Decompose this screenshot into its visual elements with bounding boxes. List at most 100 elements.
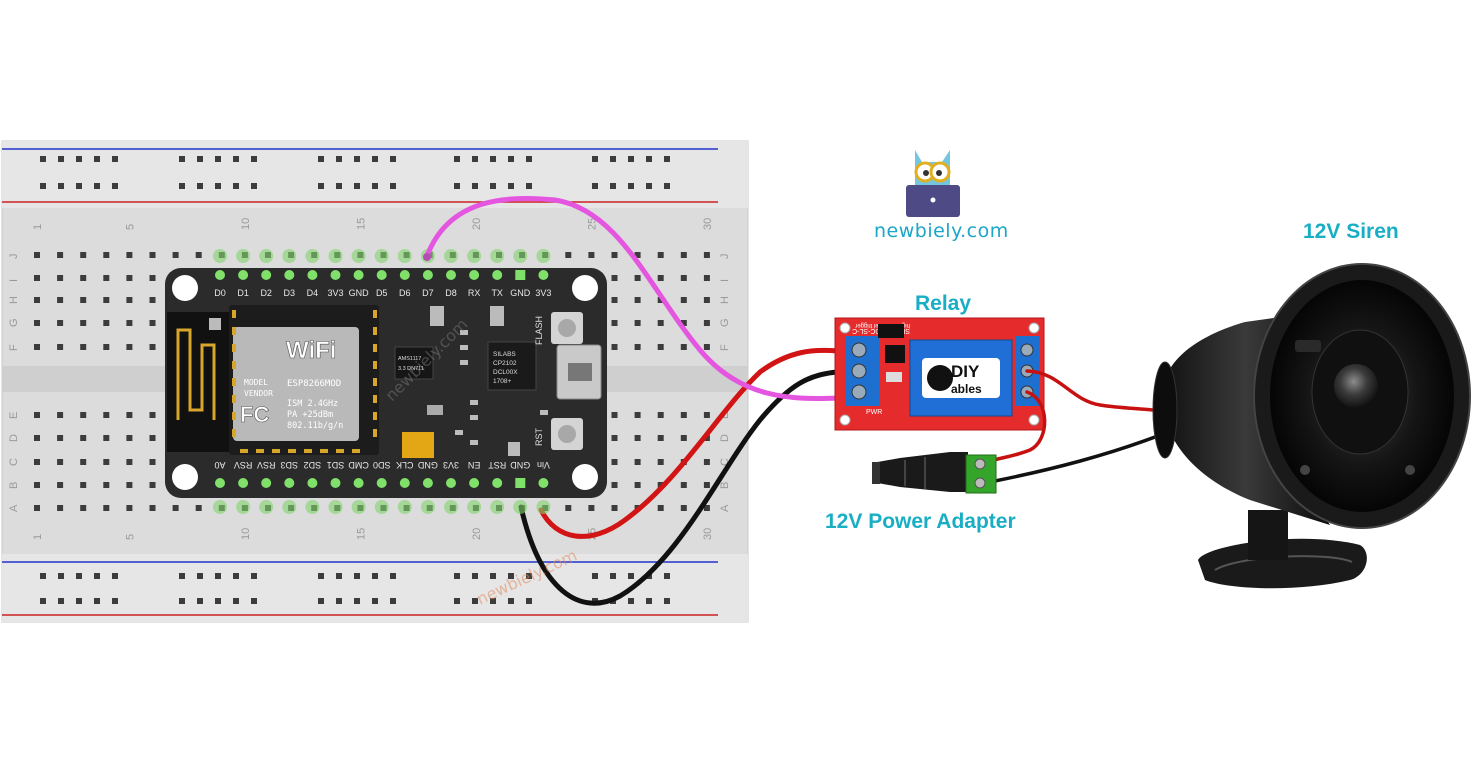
breadboard-hole	[149, 344, 156, 350]
rail-hole	[646, 183, 652, 189]
brand-text: newbiely.com	[874, 220, 1009, 242]
pin-glow	[467, 249, 482, 263]
column-number: 30	[702, 218, 714, 230]
breadboard-hole	[657, 252, 664, 258]
row-letter: H	[8, 296, 20, 304]
breadboard-hole	[149, 275, 156, 281]
breadboard-hole	[634, 297, 641, 303]
breadboard-hole	[149, 482, 156, 488]
pin-glow	[305, 249, 320, 263]
breadboard-hole	[103, 435, 110, 441]
breadboard-hole	[634, 344, 641, 350]
breadboard-hole	[57, 505, 64, 511]
header-pin	[515, 270, 526, 280]
rail-hole	[664, 156, 670, 162]
breadboard-hole	[34, 344, 40, 350]
rail-hole	[526, 156, 532, 162]
header-pin	[330, 270, 341, 280]
header-pin	[422, 478, 433, 488]
header-pin	[238, 478, 249, 488]
column-number: 20	[471, 528, 483, 540]
header-pin	[284, 478, 295, 488]
rail-hole	[197, 183, 203, 189]
header-pin	[376, 270, 387, 280]
breadboard-hole	[657, 275, 664, 281]
breadboard-hole	[680, 252, 687, 258]
rail-hole	[76, 573, 82, 579]
chip-line-3: DCL00X	[493, 369, 518, 376]
relay-logo-sub: ables	[951, 382, 982, 396]
rail-hole	[251, 598, 257, 604]
rail-hole	[58, 156, 64, 162]
breadboard-hole	[103, 275, 110, 281]
rail-hole	[354, 598, 360, 604]
breadboard-hole	[657, 320, 664, 326]
rail-hole	[40, 156, 46, 162]
row-letter: A	[8, 504, 20, 512]
breadboard-hole	[57, 482, 64, 488]
rail-hole	[94, 156, 100, 162]
module-pin	[232, 395, 236, 403]
breadboard-hole	[680, 435, 687, 441]
breadboard-hole	[611, 412, 618, 418]
pin-label-gnd: GND	[510, 460, 531, 470]
module-pin	[232, 310, 236, 318]
header-pin	[215, 478, 225, 488]
breadboard-hole	[657, 435, 664, 441]
mount-hole	[572, 275, 598, 301]
header-pin	[538, 270, 549, 280]
regulator-line-2: 3.3 DN711	[398, 366, 424, 372]
pin-label-sd3: SD3	[281, 460, 299, 470]
rail-hole	[390, 156, 396, 162]
header-pin	[284, 270, 295, 280]
pin-label-sd0: SD0	[373, 460, 391, 470]
row-letter: F	[8, 344, 20, 351]
breadboard-hole	[611, 505, 618, 511]
rail-hole	[197, 156, 203, 162]
breadboard-hole	[611, 435, 618, 441]
header-pin	[307, 478, 318, 488]
siren-positive-wire	[1025, 369, 1170, 414]
relay-logo-text: DIY	[951, 362, 980, 381]
column-number: 15	[355, 528, 367, 540]
pin-glow	[259, 500, 274, 514]
jumper[interactable]	[878, 324, 904, 338]
row-letter: B	[8, 482, 20, 489]
breadboard-hole	[149, 435, 156, 441]
rail-hole	[372, 598, 378, 604]
module-pin	[232, 327, 236, 335]
breadboard-hole	[703, 297, 710, 303]
pin-label-cmd: CMD	[348, 460, 369, 470]
module-pin	[240, 449, 248, 453]
header-pin	[307, 270, 318, 280]
rail-hole	[354, 573, 360, 579]
column-number: 10	[240, 528, 252, 540]
smd-component	[470, 415, 478, 420]
vin-power-wire	[538, 347, 841, 539]
module-pin	[373, 429, 377, 437]
column-number: 1	[32, 534, 44, 540]
rail-hole	[354, 156, 360, 162]
pin-label-gnd: GND	[417, 460, 438, 470]
row-letter: J	[8, 254, 20, 260]
header-pin	[353, 478, 364, 488]
breadboard-hole	[680, 344, 687, 350]
breadboard-hole	[34, 297, 40, 303]
breadboard-hole	[588, 505, 595, 511]
pin-label-gnd: GND	[349, 288, 370, 298]
column-number: 15	[355, 218, 367, 230]
breadboard-hole	[149, 320, 156, 326]
breadboard-hole	[611, 252, 618, 258]
pin-glow	[513, 500, 528, 514]
rail-hole	[112, 183, 118, 189]
rail-hole	[610, 156, 616, 162]
rail-hole	[336, 573, 342, 579]
siren-label: 12V Siren	[1303, 220, 1399, 243]
module-pin	[373, 395, 377, 403]
pin-label-sd1: SD1	[327, 460, 345, 470]
breadboard-hole	[57, 297, 64, 303]
regulator-line-1: AMS1117	[398, 356, 421, 362]
pin-label-rsv: RSV	[234, 460, 253, 470]
rail-hole	[215, 598, 221, 604]
breadboard-hole	[126, 252, 133, 258]
